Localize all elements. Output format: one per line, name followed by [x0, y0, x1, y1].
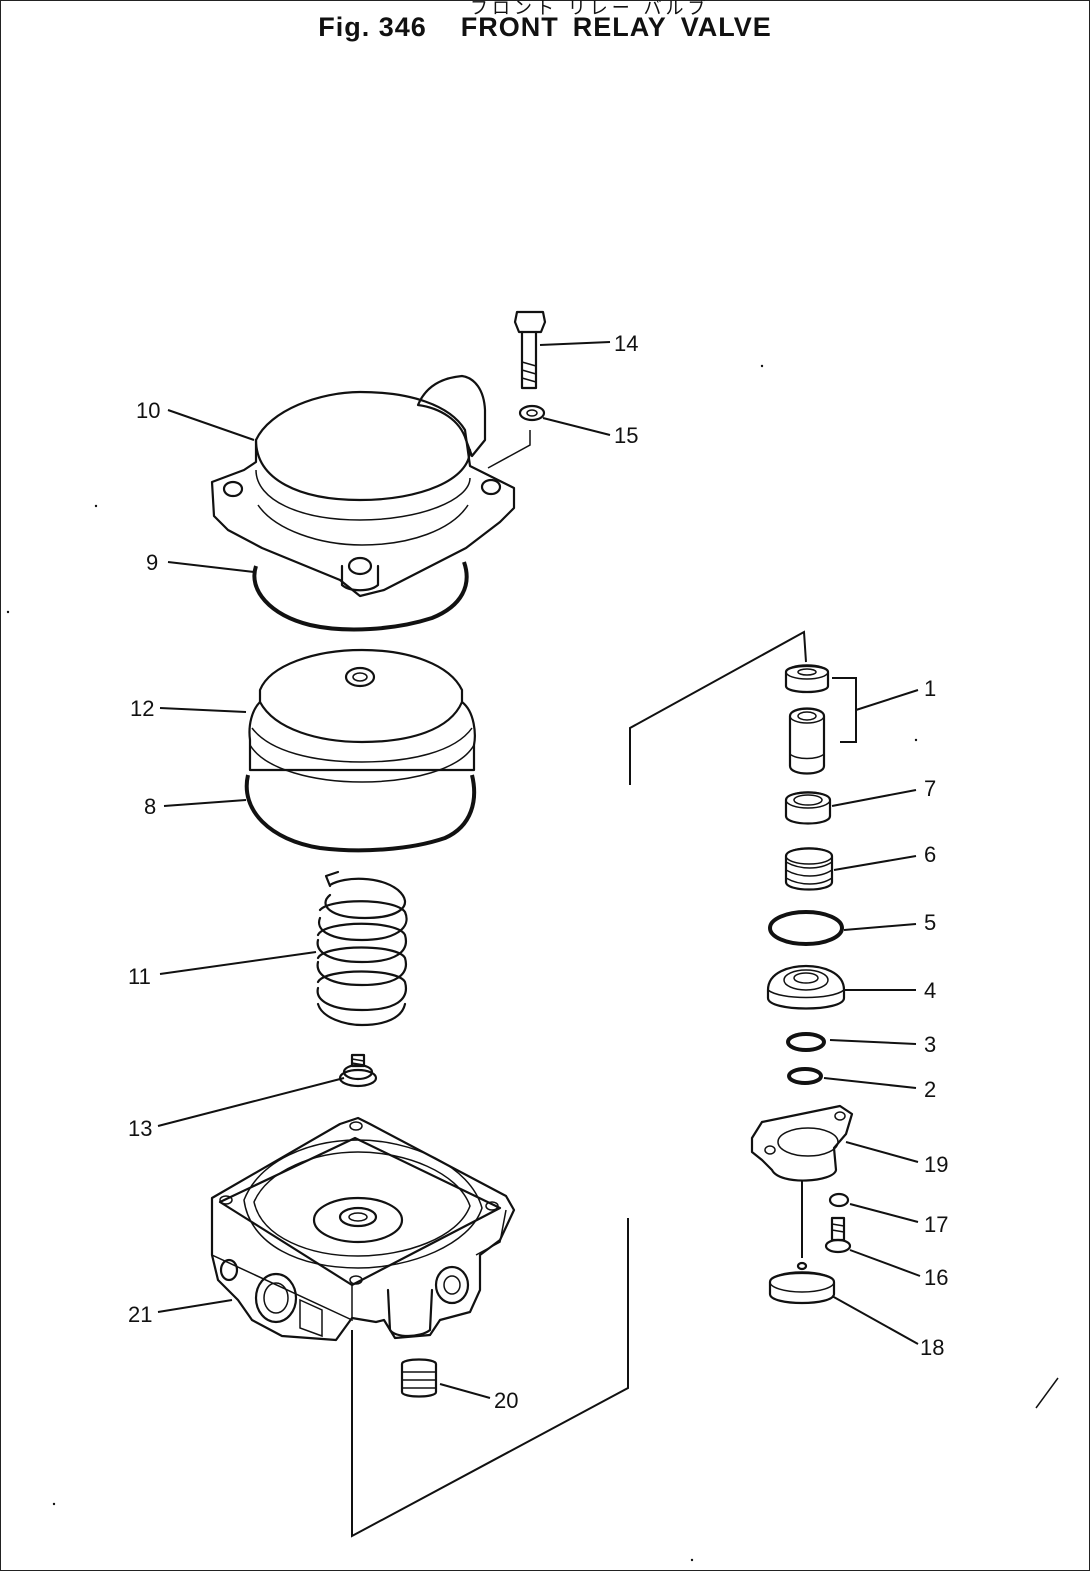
callout-17: 17: [924, 1212, 948, 1237]
title-word-relay: RELAY: [572, 12, 667, 42]
part-8-seal-ring: [244, 774, 477, 853]
part-14-bolt: [513, 310, 547, 390]
part-16-screw: [824, 1216, 852, 1254]
title-word-front: FRONT: [460, 12, 559, 42]
part-6-spring: [784, 847, 834, 891]
part-20-plug: [400, 1358, 438, 1398]
part-17-washer: [828, 1192, 850, 1208]
part-3-o-ring: [786, 1032, 826, 1052]
part-2-o-ring: [787, 1067, 823, 1085]
part-18-disc: [768, 1261, 836, 1305]
scan-specks: [6, 364, 1059, 1562]
title-word-valve: VALVE: [680, 12, 772, 42]
callout-6: 6: [924, 842, 936, 867]
part-1-sleeve: [788, 707, 826, 775]
callout-16: 16: [924, 1265, 948, 1290]
part-13-screw: [338, 1053, 378, 1088]
part-1-nut: [784, 664, 830, 694]
callout-5: 5: [924, 910, 936, 935]
part-15-washer: [487, 404, 546, 469]
figure-number: Fig. 346: [318, 12, 427, 42]
assembly-bracket-lines: [351, 630, 807, 1538]
callout-11: 11: [128, 964, 151, 989]
callout-numbers: 1 2 3 4 5 6 7 8 9 10 11 12 13 14 15 16 1…: [128, 331, 948, 1413]
callout-10: 10: [136, 398, 160, 423]
title-japanese: フロント リレー バルブ: [470, 0, 710, 19]
callout-9: 9: [146, 550, 158, 575]
callout-12: 12: [130, 696, 154, 721]
part-7-collar: [784, 791, 832, 825]
part-12-piston: [248, 648, 476, 783]
part-19-flange-cover: [750, 1104, 854, 1182]
callout-7: 7: [924, 776, 936, 801]
callout-3: 3: [924, 1032, 936, 1057]
callout-20: 20: [494, 1388, 518, 1413]
callout-15: 15: [614, 423, 638, 448]
part-4-valve-seat: [766, 964, 846, 1010]
callout-19: 19: [924, 1152, 948, 1177]
callout-14: 14: [614, 331, 638, 356]
callout-13: 13: [128, 1116, 152, 1141]
callout-2: 2: [924, 1077, 936, 1102]
part-11-spring: [316, 870, 408, 1027]
leader-lines: [157, 341, 921, 1399]
callout-21: 21: [128, 1302, 152, 1327]
callout-1: 1: [924, 676, 936, 701]
part-5-o-ring: [768, 910, 844, 946]
callout-8: 8: [144, 794, 156, 819]
part-21-valve-body: [210, 1116, 516, 1342]
figure-title: Fig. 346 FRONT RELAY VALVE: [0, 12, 1090, 43]
part-10-upper-cover: [210, 374, 516, 598]
callout-18: 18: [920, 1335, 944, 1360]
part-9-o-ring: [252, 561, 469, 632]
callout-4: 4: [924, 978, 936, 1003]
